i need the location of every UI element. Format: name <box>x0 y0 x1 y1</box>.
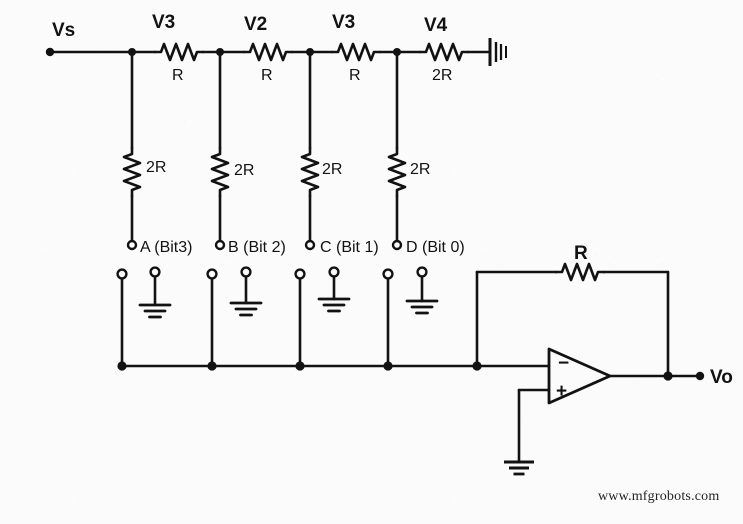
summing-bus <box>117 361 551 371</box>
bit-terminal-d[interactable] <box>391 239 403 251</box>
node-label-4: V4 <box>424 15 448 36</box>
operational-amplifier[interactable]: − + Vo <box>504 347 733 476</box>
opamp-reference-ground-icon <box>504 460 534 476</box>
series-resistor-2 <box>242 42 294 62</box>
bit-terminal-b[interactable] <box>214 239 226 251</box>
shunt-branch-2: 2R B (Bit 2) <box>210 50 286 256</box>
series-resistor-1 <box>153 42 205 62</box>
feedback-resistor <box>554 262 606 282</box>
output-voltage-terminal[interactable] <box>695 371 705 381</box>
source-voltage-label: Vs <box>52 20 75 41</box>
series-resistor-value-2: R <box>261 67 273 84</box>
source-voltage-terminal[interactable] <box>45 47 55 57</box>
ground-icon-d <box>405 299 439 315</box>
switch-ground-throw-b[interactable] <box>240 266 252 278</box>
termination-ground-icon <box>488 38 507 66</box>
bit-terminal-c[interactable] <box>304 239 316 251</box>
output-voltage-label: Vo <box>710 367 733 388</box>
switch-ground-throw-c[interactable] <box>328 266 340 278</box>
node-label-3: V3 <box>332 12 355 33</box>
bus-node-4 <box>383 361 393 371</box>
shunt-resistor-value-3: 2R <box>322 161 342 178</box>
shunt-resistor-value-1: 2R <box>146 159 166 176</box>
series-resistor-4 <box>418 42 470 62</box>
noninverting-input-label: + <box>556 381 567 402</box>
ground-icon-a <box>138 303 172 319</box>
watermark: www.mfgrobots.com <box>598 489 720 504</box>
feedback-network: R <box>475 243 670 378</box>
bit-label-b: B (Bit 2) <box>228 239 286 256</box>
switch-pole-d[interactable] <box>382 268 394 280</box>
ground-icon-b <box>229 301 263 317</box>
switch-pole-a[interactable] <box>116 268 128 280</box>
bit-label-d: D (Bit 0) <box>406 239 465 256</box>
switch-pole-b[interactable] <box>206 268 218 280</box>
feedback-resistor-label: R <box>574 243 588 264</box>
shunt-branch-1: 2R A (Bit3) <box>122 50 192 256</box>
opamp-triangle[interactable] <box>547 347 612 405</box>
bus-node-3 <box>295 361 305 371</box>
series-resistor-value-3: R <box>349 67 361 84</box>
bus-node-2 <box>207 361 217 371</box>
ground-icon-c <box>317 297 351 313</box>
inverting-input-label: − <box>558 353 569 374</box>
series-resistor-value-1: R <box>172 67 184 84</box>
node-label-1: V3 <box>152 12 175 33</box>
shunt-branch-4: 2R D (Bit 0) <box>387 50 465 256</box>
bit-label-a: A (Bit3) <box>140 239 192 256</box>
switch-group-d[interactable] <box>382 266 439 368</box>
series-resistor-3 <box>330 42 382 62</box>
switch-group-c[interactable] <box>294 266 351 368</box>
shunt-resistor-value-2: 2R <box>234 162 254 179</box>
bit-terminal-a[interactable] <box>126 239 138 251</box>
output-node <box>663 371 673 381</box>
node-label-2: V2 <box>244 14 267 35</box>
switch-ground-throw-d[interactable] <box>416 266 428 278</box>
bus-node-1 <box>117 361 127 371</box>
switch-group-a[interactable] <box>116 266 172 368</box>
series-resistor-value-4: 2R <box>432 67 452 84</box>
switch-pole-c[interactable] <box>294 268 306 280</box>
shunt-branch-3: 2R C (Bit 1) <box>300 50 379 256</box>
switch-group-b[interactable] <box>206 266 263 368</box>
switch-ground-throw-a[interactable] <box>149 266 161 278</box>
shunt-resistor-value-4: 2R <box>410 161 430 178</box>
bit-label-c: C (Bit 1) <box>320 239 379 256</box>
